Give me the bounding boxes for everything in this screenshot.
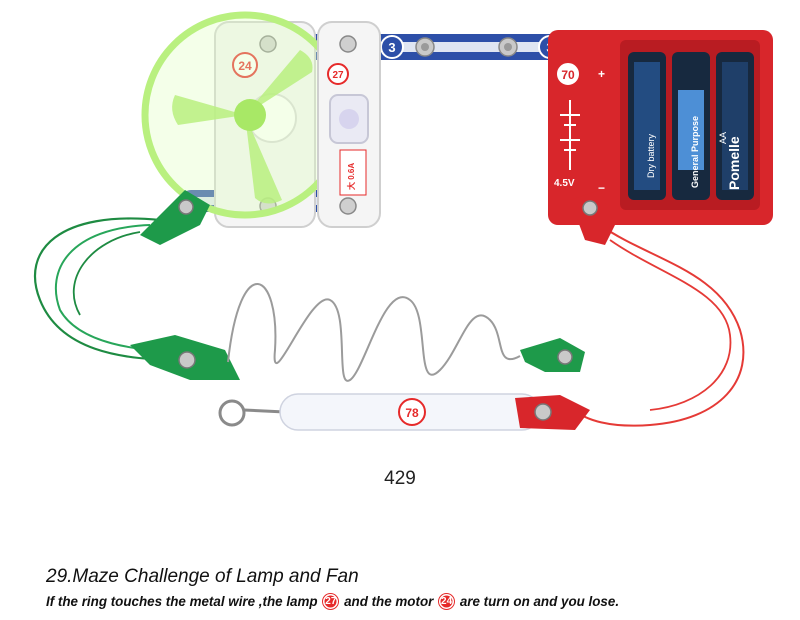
caption-text-part3: are turn on and you lose.: [459, 594, 620, 609]
battery-minus: −: [598, 181, 605, 195]
battery-plus: +: [598, 67, 605, 81]
circuit-illustration: 3 3 24 27 大 0.6A: [34, 11, 773, 431]
lamp-module: 27 大 0.6A: [317, 21, 381, 228]
caption-text-part2: and the motor: [344, 594, 434, 609]
caption-title: 29.Maze Challenge of Lamp and Fan: [46, 566, 359, 587]
green-clip-right: [520, 338, 585, 372]
battery-purpose: General Purpose: [690, 116, 700, 188]
green-clip-bottom: [130, 335, 240, 380]
wire-label-1: 3: [388, 40, 395, 55]
red-wire: [574, 224, 745, 427]
battery-holder: 70 + − 4.5V Pomelle General Purpose Dry …: [548, 30, 773, 225]
caption-text-part1: If the ring touches the metal wire ,the …: [46, 594, 318, 609]
lamp-label: 27: [332, 70, 344, 81]
lamp-rating: 大 0.6A: [346, 163, 356, 190]
maze-wand: 78: [218, 393, 590, 431]
green-clip-top: [140, 190, 210, 245]
wand-label: 78: [405, 406, 419, 420]
caption-text: If the ring touches the metal wire ,the …: [46, 593, 620, 610]
fan-icon: [141, 11, 349, 219]
battery-size: AA: [718, 132, 728, 144]
battery-label: 70: [561, 68, 575, 82]
metal-spring-wire: [227, 283, 521, 382]
battery-type: Dry battery: [646, 133, 656, 178]
lamp-ref-badge: 27: [323, 593, 339, 609]
page-number: 429: [384, 468, 416, 489]
battery-voltage: 4.5V: [554, 178, 575, 189]
motor-label: 24: [238, 59, 252, 73]
motor-ref-badge: 24: [439, 593, 455, 609]
battery-brand: Pomelle: [726, 136, 742, 190]
red-clip-battery: [570, 190, 615, 245]
